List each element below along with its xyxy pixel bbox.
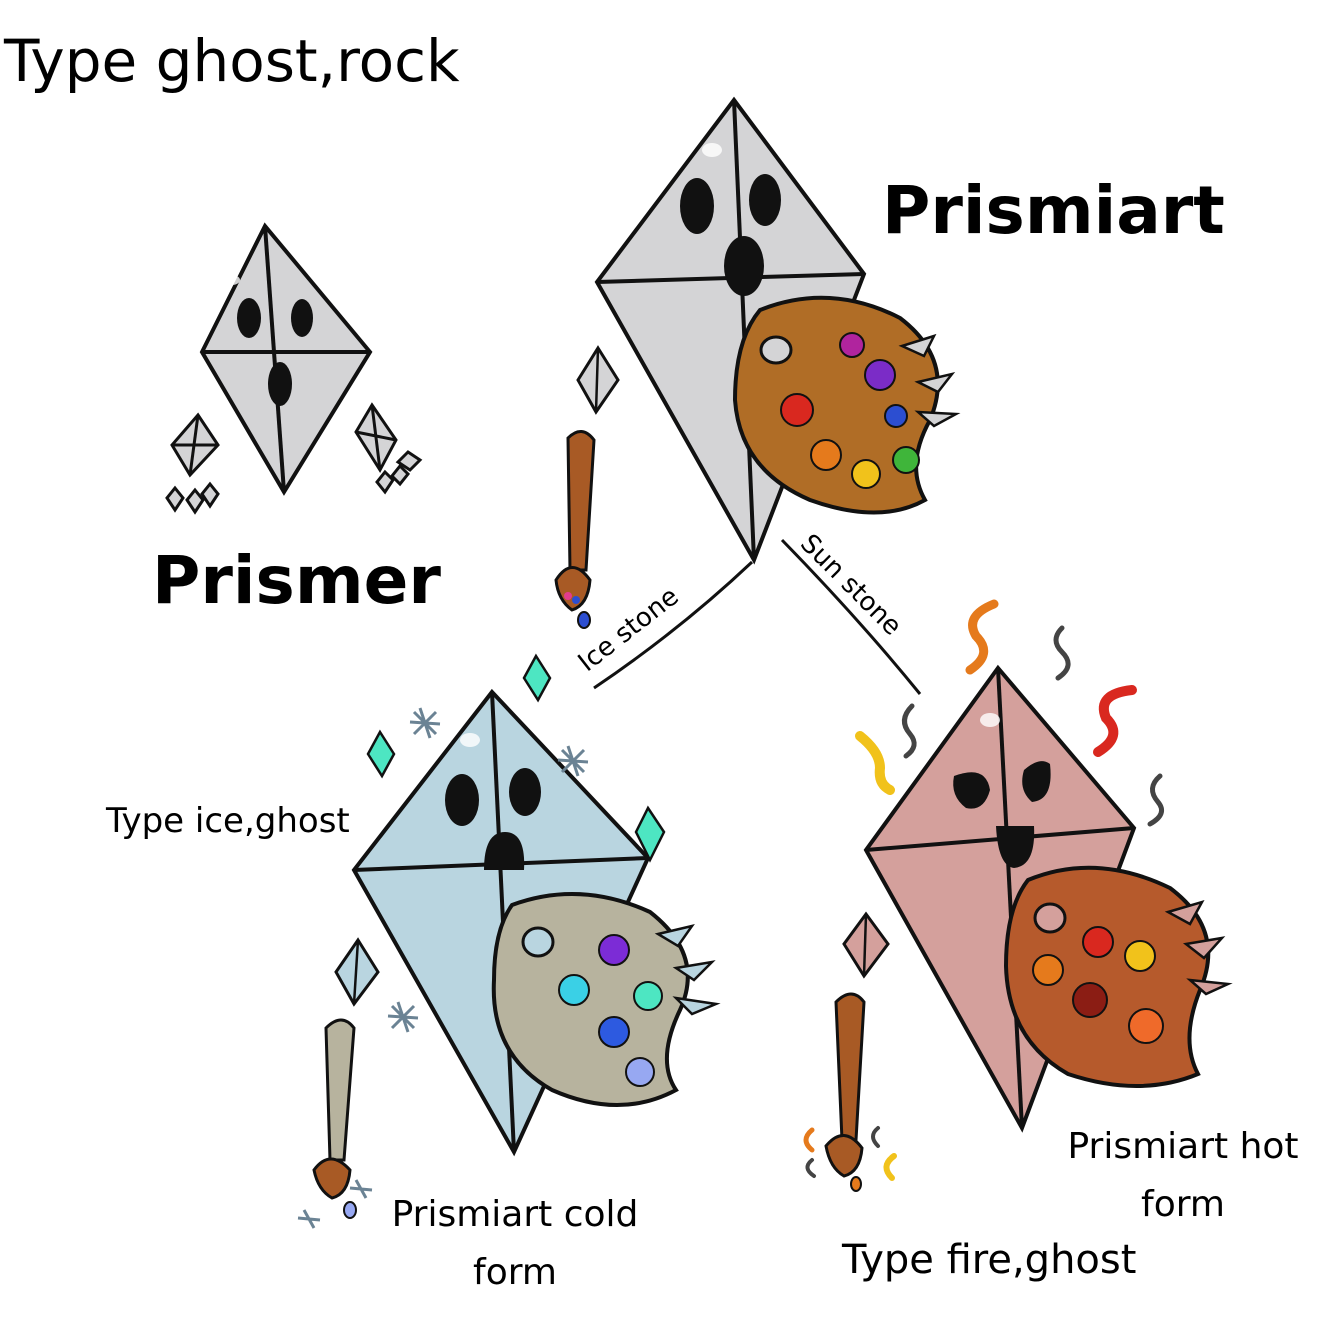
cold-form-type: Type ice,ghost <box>106 801 350 841</box>
prismiart-palette <box>732 295 961 515</box>
hot-form-brush <box>824 911 890 1192</box>
prismiart-brush <box>554 345 620 629</box>
hot-form-palette <box>1003 865 1233 1088</box>
hot-form-creature <box>863 664 1137 1133</box>
prismiart-name: Prismiart <box>882 172 1225 249</box>
hot-form-type: Type fire,ghost <box>842 1237 1137 1283</box>
cold-form-palette <box>491 892 721 1107</box>
prismer-creature <box>199 222 373 496</box>
prismer-name: Prismer <box>152 542 441 619</box>
cold-form-brush <box>312 937 380 1219</box>
page-title: Type ghost,rock <box>4 27 460 95</box>
hot-form-name: Prismiart hot form <box>1067 1126 1299 1225</box>
prismer-crystals <box>165 402 423 515</box>
hot-form-flames <box>803 599 1165 1181</box>
cold-form-name: Prismiart cold form <box>391 1194 639 1293</box>
evolution-lines <box>593 538 922 695</box>
cold-form-sparkles <box>297 653 666 1229</box>
